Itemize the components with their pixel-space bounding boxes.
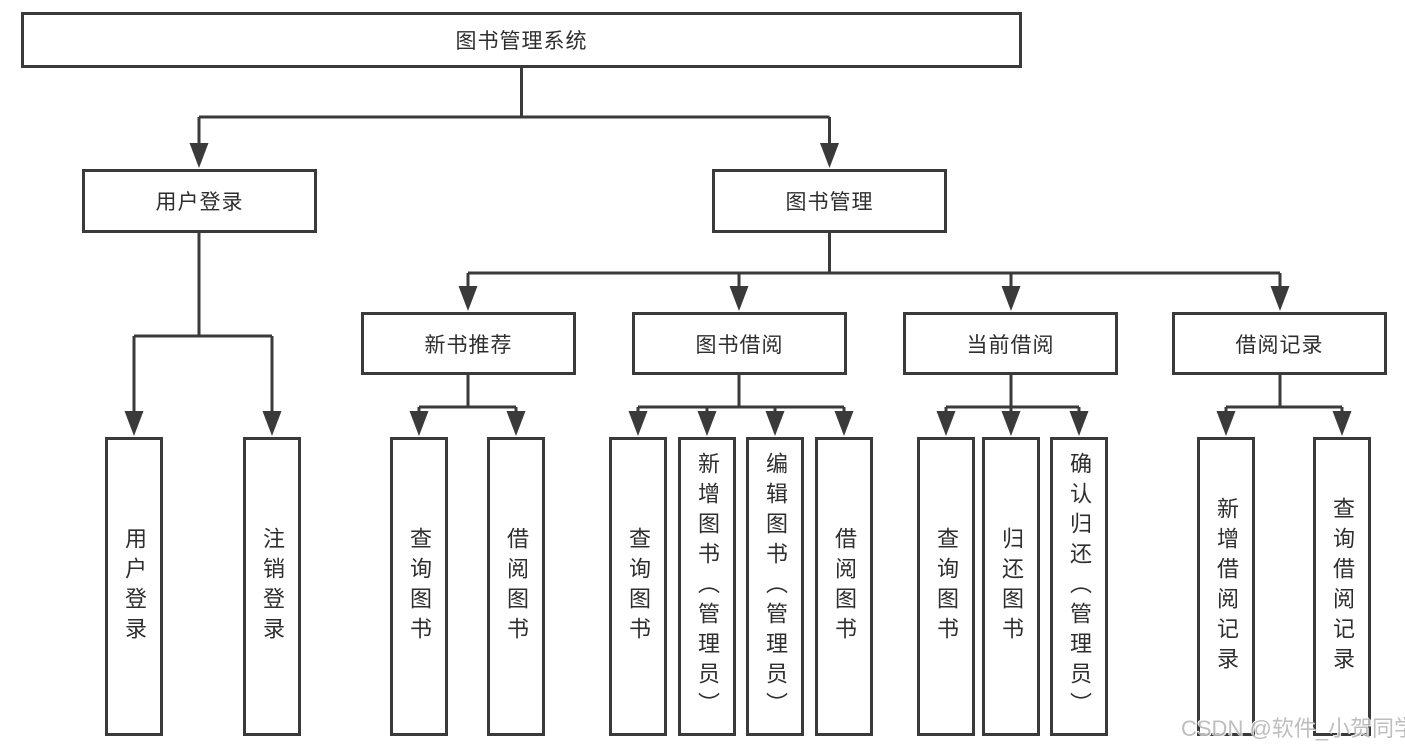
node-label: 注销登录 [260, 526, 285, 647]
node-label: 确认归还（管理员） [1067, 451, 1092, 722]
node-label: 查询图书 [407, 526, 432, 647]
leaf-search-borrow-record: 查询借阅记录 [1313, 437, 1371, 736]
node-book-management: 图书管理 [712, 169, 947, 233]
node-label: 查询图书 [626, 526, 651, 647]
node-label: 编辑图书（管理员） [763, 451, 788, 722]
leaf-logout: 注销登录 [243, 437, 301, 736]
node-library-management-system: 图书管理系统 [21, 12, 1022, 68]
node-label: 查询图书 [934, 526, 959, 647]
node-borrowing-records: 借阅记录 [1172, 312, 1387, 375]
leaf-edit-book-admin: 编辑图书（管理员） [746, 437, 804, 736]
node-label: 图书借阅 [695, 333, 784, 357]
node-label: 用户登录 [122, 526, 147, 647]
node-user-login: 用户登录 [82, 169, 317, 233]
node-label: 图书管理 [785, 191, 874, 214]
leaf-borrow-books-recommend: 借阅图书 [487, 437, 545, 736]
leaf-search-books-current: 查询图书 [917, 437, 975, 736]
node-label: 借阅记录 [1235, 333, 1324, 357]
leaf-add-book-admin: 新增图书（管理员） [678, 437, 736, 736]
node-label: 图书管理系统 [455, 30, 588, 53]
node-current-borrowing: 当前借阅 [903, 312, 1118, 375]
leaf-borrow-books: 借阅图书 [815, 437, 873, 736]
csdn-watermark: CSDN @软件_小贺同学 [1181, 716, 1405, 741]
leaf-return-books: 归还图书 [982, 437, 1040, 736]
node-label: 当前借阅 [966, 333, 1055, 357]
node-label: 借阅图书 [504, 526, 529, 647]
leaf-user-login: 用户登录 [105, 437, 163, 736]
node-new-book-recommendation: 新书推荐 [361, 312, 576, 375]
node-label: 用户登录 [155, 191, 244, 214]
leaf-add-borrow-record: 新增借阅记录 [1197, 437, 1255, 736]
node-label: 新书推荐 [424, 333, 513, 357]
leaf-search-books-recommend: 查询图书 [390, 437, 448, 736]
node-label: 新增借阅记录 [1214, 496, 1239, 677]
arrowheads [124, 143, 1352, 436]
leaf-confirm-return-admin: 确认归还（管理员） [1050, 437, 1108, 736]
node-label: 查询借阅记录 [1330, 496, 1355, 677]
node-book-borrowing: 图书借阅 [632, 312, 847, 375]
leaf-search-books-borrow: 查询图书 [609, 437, 667, 736]
node-label: 借阅图书 [832, 526, 857, 647]
node-label: 归还图书 [999, 526, 1024, 647]
node-label: 新增图书（管理员） [695, 451, 720, 722]
